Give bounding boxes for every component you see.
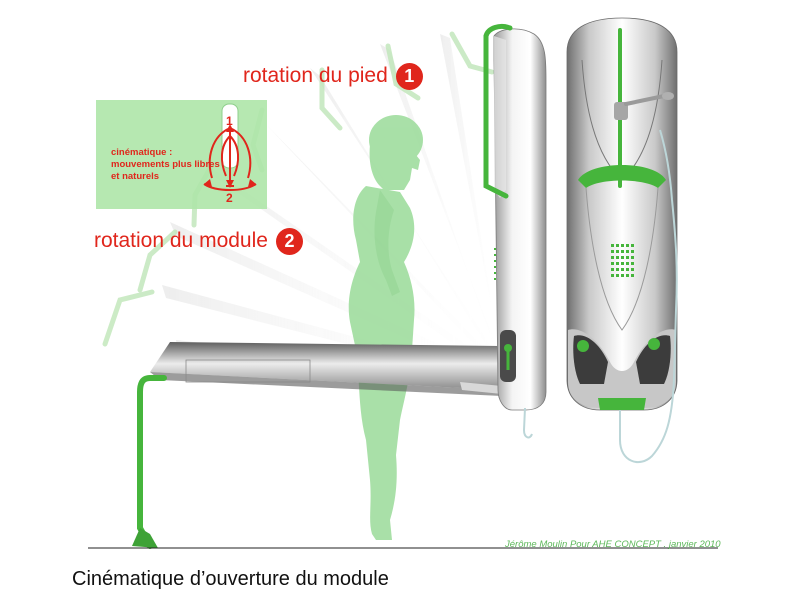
front-grid-holes (611, 244, 634, 277)
inset-caption: cinématique : mouvements plus libres et … (111, 147, 220, 182)
page-title: Cinématique d’ouverture du module (72, 568, 389, 590)
module-front-view (566, 17, 678, 464)
horizontal-module (150, 342, 502, 396)
module-rotation-number-badge: 2 (275, 228, 303, 255)
foot-rotation-text: rotation du pied (243, 64, 388, 88)
inset-number-1: 1 (226, 114, 233, 128)
person-silhouette (348, 115, 423, 540)
foot-rotation-label: rotation du pied 1 (243, 63, 423, 90)
module-side-view (483, 23, 547, 439)
author-credit: Jérôme Moulin Pour AHE CONCEPT . janvier… (505, 539, 721, 550)
kinematics-inset (96, 100, 267, 209)
module-rotation-text: rotation du module (94, 229, 268, 253)
support-leg (132, 375, 167, 549)
module-rotation-label: rotation du module 2 (94, 228, 303, 255)
foot-rotation-number-badge: 1 (395, 63, 423, 90)
inset-number-2: 2 (226, 191, 233, 205)
